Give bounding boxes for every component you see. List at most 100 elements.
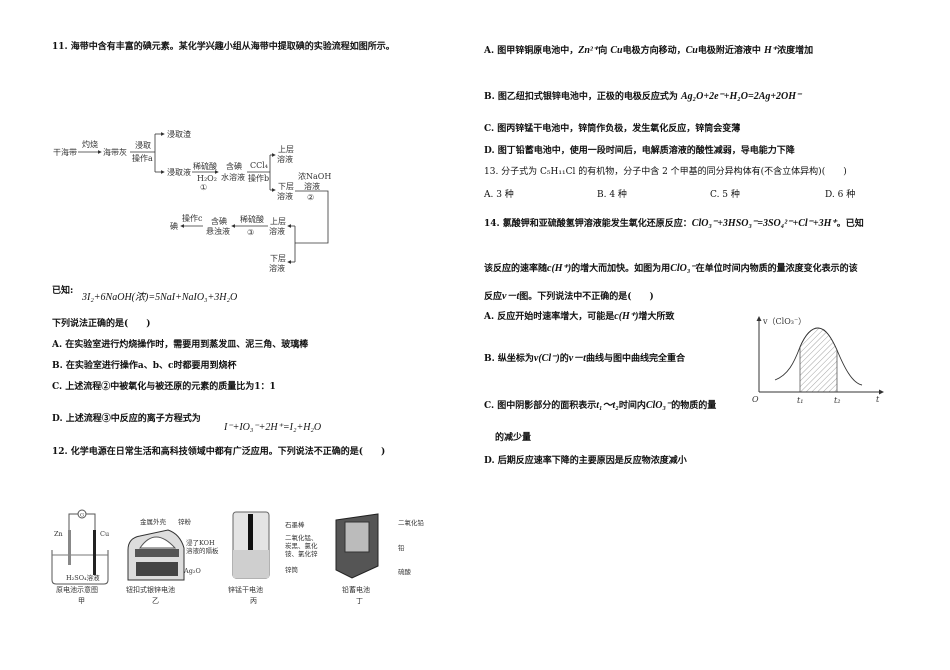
q14-option-a[interactable]: A. 反应开始时速率增大，可能是c(H⁺)增大所致 bbox=[484, 311, 674, 323]
q13-option-a[interactable]: A. 3 种 bbox=[484, 190, 514, 200]
flow-step-3: ③ bbox=[247, 228, 254, 237]
q14-option-b[interactable]: B. 纵坐标为v(Cl⁻)的v－t曲线与图中曲线完全重合 bbox=[484, 353, 685, 365]
q12-option-d[interactable]: D. 图丁铅蓄电池中，使用一段时间后，电解质溶液的酸性减弱，导电能力下降 bbox=[484, 146, 795, 156]
dry-cell-figure: 石墨棒 二氧化锰、 炭黑、氯化 铵、氯化锌 锌筒 锌锰干电池 丙 bbox=[228, 511, 318, 605]
flow-node-upper-2: 溶液 bbox=[277, 154, 293, 164]
q12-option-c[interactable]: C. 图丙锌锰干电池中，锌筒作负极，发生氧化反应，锌筒会变薄 bbox=[484, 124, 741, 134]
q14-title: 14. 氯酸钾和亚硫酸氢钾溶液能发生氧化还原反应：ClO₃⁻+3HSO₃⁻=3S… bbox=[484, 218, 864, 230]
t2-label: t₂ bbox=[834, 396, 840, 405]
flow-label-naoh-2: 溶液 bbox=[304, 181, 320, 191]
known-equation: 3I₂+6NaOH(浓)=5NaI+NaIO₃+3H₂O bbox=[82, 292, 238, 303]
q12-option-a-text-4: 电极附近溶液中 bbox=[697, 46, 761, 56]
cu-formula-2: Cu bbox=[685, 45, 698, 56]
flow-label-op-b: 操作b bbox=[248, 173, 269, 183]
flow-label-naoh: 浓NaOH bbox=[298, 172, 331, 181]
separator-label: 浸了KOH bbox=[186, 538, 215, 547]
q14-option-d[interactable]: D. 后期反应速率下降的主要原因是反应物浓度减小 bbox=[484, 456, 687, 466]
pbo2-label: 二氧化铅 bbox=[398, 518, 425, 527]
q11-option-d[interactable]: D. 上述流程③中反应的离子方程式为 bbox=[52, 414, 201, 424]
q14-option-c-text: C. 图中阴影部分的面积表示 bbox=[484, 401, 597, 411]
mixture-label-2: 炭黑、氯化 bbox=[285, 541, 318, 550]
flow-node-iodine: 碘 bbox=[170, 221, 178, 231]
figure-caption-bing: 锌锰干电池 bbox=[228, 585, 263, 594]
q14-line-2-text: 该反应的速率随 bbox=[484, 264, 548, 274]
mixture-label-3: 铵、氯化锌 bbox=[285, 549, 318, 558]
galvanometer-label: G bbox=[80, 513, 84, 519]
flow-label-acid-2: 稀硫酸 bbox=[240, 214, 264, 224]
q14-option-c-cont: 的减少量 bbox=[495, 433, 532, 443]
q13-option-b[interactable]: B. 4 种 bbox=[597, 190, 627, 200]
sulfuric-label: 硫酸 bbox=[398, 567, 412, 576]
q12-option-a-text-5: 浓度增加 bbox=[777, 46, 814, 56]
h-conc-formula: c(H⁺) bbox=[547, 263, 572, 274]
separator-label-2: 溶液的隔板 bbox=[186, 546, 219, 555]
q14-line-3: 反应v－t图。下列说法中不正确的是( ) bbox=[484, 291, 654, 303]
q14-line-2-text-2: 的增大而加快。如图为用 bbox=[571, 264, 671, 274]
flow-node-upper: 上层 bbox=[278, 145, 294, 154]
origin-label: O bbox=[752, 395, 759, 404]
shell-label: 金属外壳 bbox=[140, 517, 167, 526]
q11-option-b[interactable]: B. 在实验室进行操作a、b、c时都要用到烧杯 bbox=[52, 361, 237, 371]
flow-label-burn: 灼烧 bbox=[82, 139, 98, 149]
vt-formula-2: v－t bbox=[568, 353, 586, 364]
q11-option-d-equation: I⁻+IO₃⁻+2H⁺=I₂+H₂O bbox=[224, 422, 322, 433]
h-ion-formula: H⁺ bbox=[764, 45, 778, 56]
flow-node-lower-b-2: 溶液 bbox=[269, 263, 285, 273]
lead-acid-figure: 二氧化铅 铅 硫酸 铅蓄电池 丁 bbox=[335, 513, 425, 605]
figure-label-yi: 乙 bbox=[152, 597, 159, 605]
q12-option-b[interactable]: B. 图乙纽扣式银锌电池中，正极的电极反应式为 Ag₂O+2e⁻+H₂O=2Ag… bbox=[484, 91, 801, 103]
zinc-can-label: 锌筒 bbox=[285, 565, 299, 574]
q14-option-b-text-3: 曲线与图中曲线完全重合 bbox=[585, 354, 685, 364]
q14-line-2-text-3: 在单位时间内物质的量浓度变化表示的该 bbox=[695, 264, 858, 274]
zinc-powder-label: 锌粉 bbox=[178, 517, 192, 526]
q12-option-a-text: A. 图甲锌铜原电池中， bbox=[484, 46, 579, 56]
ag2o-label: Ag₂O bbox=[183, 567, 201, 575]
y-axis-label: v（ClO₃⁻） bbox=[762, 317, 806, 326]
cu-label: Cu bbox=[100, 530, 109, 538]
q13-option-d[interactable]: D. 6 种 bbox=[825, 190, 856, 200]
rate-time-graph: v（ClO₃⁻） O t₁ t₂ t bbox=[752, 316, 884, 405]
q11-title: 11. 海带中含有丰富的碘元素。某化学兴趣小组从海带中提取碘的实验流程如图所示。 bbox=[52, 42, 395, 52]
vt-formula: v－t bbox=[502, 291, 520, 302]
q14-equation: ClO₃⁻+3HSO₃⁻=3SO₄²⁻+Cl⁻+3H⁺ bbox=[691, 218, 837, 229]
q12-option-a-text-2: 向 bbox=[598, 46, 608, 56]
q11-option-c[interactable]: C. 上述流程②中被氧化与被还原的元素的质量比为1：1 bbox=[52, 382, 276, 392]
q14-title-text-2: 。已知 bbox=[836, 219, 864, 229]
flow-node-dry-kelp: 干海带 bbox=[53, 147, 77, 157]
figure-label-ding: 丁 bbox=[356, 597, 363, 605]
figure-caption-yi: 钮扣式银锌电池 bbox=[126, 585, 175, 594]
q14-title-text: 14. 氯酸钾和亚硫酸氢钾溶液能发生氧化还原反应： bbox=[484, 219, 692, 229]
figure-caption-jia: 原电池示意图 bbox=[56, 585, 98, 594]
flow-label-op-a: 操作a bbox=[132, 153, 153, 163]
q13-option-c[interactable]: C. 5 种 bbox=[710, 190, 740, 200]
q14-line-3-text-2: 图。下列说法中不正确的是( ) bbox=[519, 292, 654, 302]
q12-option-a-text-3: 电极方向移动， bbox=[622, 46, 686, 56]
figure-label-bing: 丙 bbox=[250, 597, 257, 605]
x-axis-label: t bbox=[876, 395, 880, 404]
clo3-formula-2: ClO₃⁻ bbox=[645, 400, 672, 411]
flow-node-iodine-water-2: 水溶液 bbox=[221, 172, 245, 182]
q14-line-3-text: 反应 bbox=[484, 292, 503, 302]
flow-label-acid: 稀硫酸 bbox=[193, 161, 217, 171]
shaded-area bbox=[799, 327, 838, 393]
figure-label-jia: 甲 bbox=[78, 597, 85, 605]
flow-label-leach: 浸取 bbox=[135, 141, 151, 150]
q13-title: 13. 分子式为 C₅H₁₁Cl 的有机物，分子中含 2 个甲基的同分异构体有(… bbox=[484, 167, 847, 177]
figure-caption-ding: 铅蓄电池 bbox=[342, 585, 370, 594]
q14-option-b-text-2: 的 bbox=[559, 354, 569, 364]
flow-node-residue: 浸取渣 bbox=[167, 129, 191, 139]
q12-option-a[interactable]: A. 图甲锌铜原电池中，Zn²⁺向 Cu电极方向移动，Cu电极附近溶液中 H⁺浓… bbox=[484, 45, 813, 57]
flow-node-ash: 海带灰 bbox=[103, 147, 127, 157]
rate-curve bbox=[774, 327, 863, 386]
q12-title: 12. 化学电源在日常生活和高科技领域中都有广泛应用。下列说法不正确的是( ) bbox=[52, 447, 386, 457]
q14-option-c[interactable]: C. 图中阴影部分的面积表示t₁～t₂时间内ClO₃⁻的物质的量 bbox=[484, 400, 716, 412]
q14-option-b-text: B. 纵坐标为 bbox=[484, 354, 534, 364]
t1-label: t₁ bbox=[797, 396, 803, 405]
graphite-label: 石墨棒 bbox=[285, 520, 305, 529]
flow-node-leachate: 浸取液 bbox=[167, 167, 191, 177]
flow-node-upper-b-2: 溶液 bbox=[269, 226, 285, 236]
q11-option-a[interactable]: A. 在实验室进行灼烧操作时，需要用到蒸发皿、泥三角、玻璃棒 bbox=[52, 340, 309, 350]
q11-question: 下列说法正确的是( ) bbox=[52, 319, 151, 329]
flow-node-lower-b: 下层 bbox=[270, 254, 286, 263]
flow-step-1: ① bbox=[200, 183, 207, 192]
